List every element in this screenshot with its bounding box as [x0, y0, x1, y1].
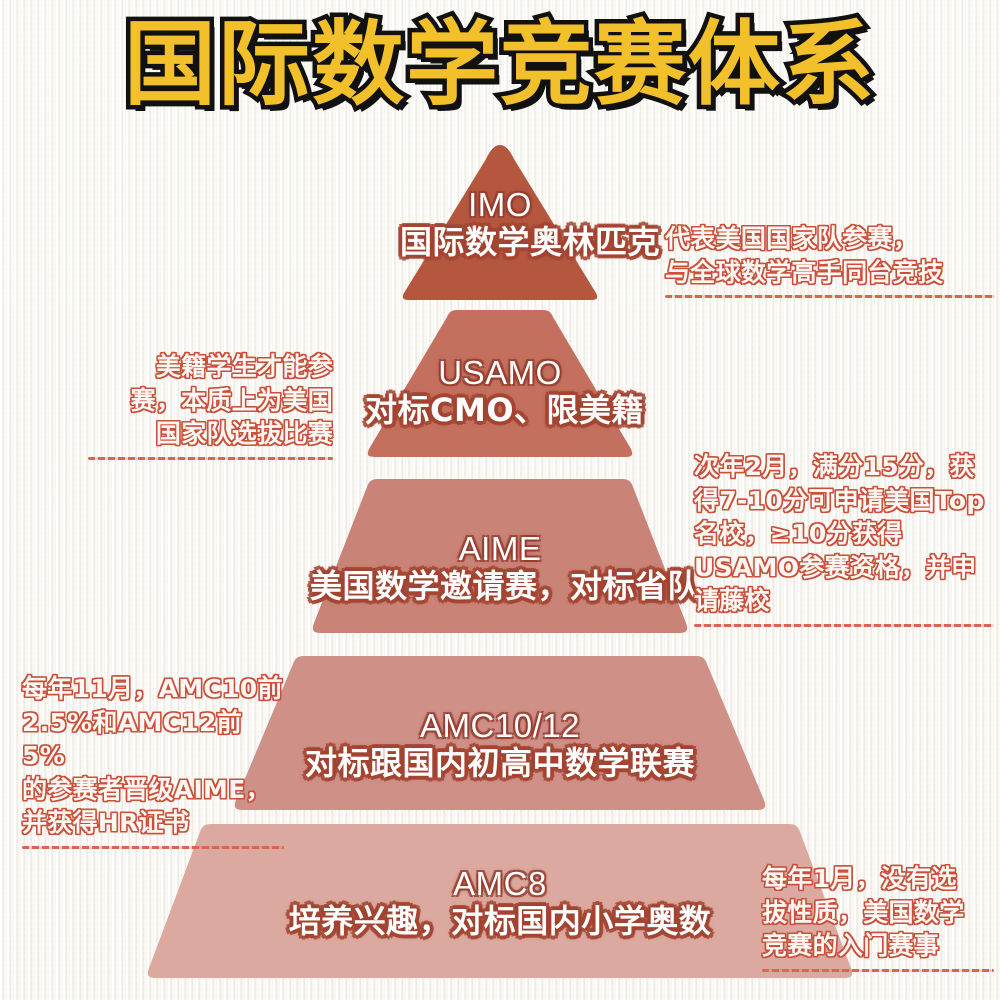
- annotation-usamo-underline: [88, 456, 333, 460]
- tier-shape-trapezoid-aime: [312, 479, 688, 633]
- pyramid-tier-imo[interactable]: IMO 国际数学奥林匹克: [400, 143, 660, 301]
- annotation-amc8-underline: [762, 968, 994, 972]
- annotation-amc1012-text: 每年11月，AMC10前 2.5%和AMC12前5% 的参赛者晋级AIME， 并…: [22, 674, 283, 837]
- tier-shape-triangle-imo: [402, 145, 598, 300]
- annotation-imo-text: 代表美国国家队参赛， 与全球数学高手同台竞技: [665, 224, 944, 287]
- tier-shape-trapezoid-amc8: [147, 824, 853, 978]
- page-title: 国际数学竞赛体系: [119, 11, 878, 118]
- pyramid-tier-aime[interactable]: AIME 美国数学邀请赛，对标省队: [310, 475, 700, 637]
- annotation-usamo: 美籍学生才能参 赛，本质上为美国 国家队选拔比赛: [88, 350, 333, 460]
- annotation-imo-underline: [665, 295, 995, 298]
- annotation-usamo-text: 美籍学生才能参 赛，本质上为美国 国家队选拔比赛: [130, 352, 333, 448]
- pyramid-tier-usamo[interactable]: USAMO 对标CMO、限美籍: [365, 307, 644, 459]
- title-area: 国际数学竞赛体系: [0, 11, 1000, 118]
- annotation-amc8-text: 每年1月，没有选 拔性质，美国数学 竞赛的入门赛事: [762, 864, 965, 960]
- annotation-amc8: 每年1月，没有选 拔性质，美国数学 竞赛的入门赛事: [762, 862, 994, 972]
- tier-shape-trapezoid-amc1012: [234, 656, 766, 810]
- annotation-amc1012: 每年11月，AMC10前 2.5%和AMC12前5% 的参赛者晋级AIME， 并…: [22, 672, 284, 849]
- annotation-aime-text: 次年2月，满分15分，获 得7-10分可申请美国Top 名校，≥10分获得 US…: [694, 452, 985, 615]
- annotation-aime: 次年2月，满分15分，获 得7-10分可申请美国Top 名校，≥10分获得 US…: [694, 450, 994, 627]
- annotation-imo: 代表美国国家队参赛， 与全球数学高手同台竞技: [665, 222, 995, 298]
- pyramid-tier-amc1012[interactable]: AMC10/12 对标跟国内初高中数学联赛: [232, 652, 768, 814]
- tier-shape-trapezoid-usamo: [367, 310, 633, 457]
- annotation-aime-underline: [694, 623, 994, 627]
- annotation-amc1012-underline: [22, 845, 284, 849]
